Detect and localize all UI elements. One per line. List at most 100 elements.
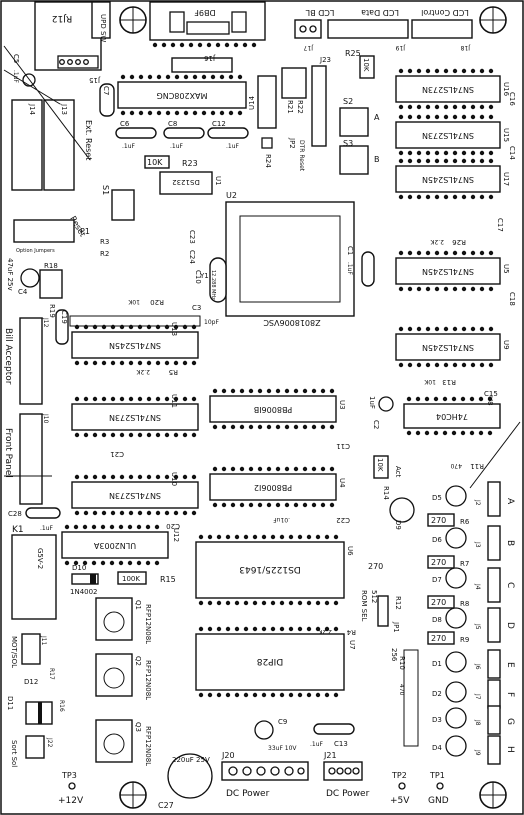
pin-pad [488, 114, 494, 120]
u5-sn245: SN74LS245N U5 [395, 250, 510, 292]
pin-pad [179, 42, 185, 48]
u12-label: U12 [172, 528, 180, 542]
pin-pad [201, 110, 207, 116]
db9f-connector: DB9F [149, 1, 266, 48]
pin-pad [182, 324, 188, 330]
pin-pad [416, 194, 422, 200]
pin-pad [128, 432, 134, 438]
pin-pad [152, 42, 158, 48]
d9-label: D9 [394, 520, 402, 530]
label-h: H [505, 746, 515, 753]
pin-pad [425, 68, 431, 74]
pin-pad [407, 150, 413, 156]
u15-sn273: SN74LS273N U15 [395, 114, 510, 156]
pin-pad [128, 360, 134, 366]
pin-pad [191, 474, 197, 480]
pin-pad [407, 250, 413, 256]
pin-pad [91, 524, 97, 530]
c28-capacitor: C28 .1uF [8, 507, 61, 532]
pin-pad [425, 250, 431, 256]
led-row-d: D8 270 R9 J5 D [427, 607, 515, 645]
u4-pb8006i2: PB8006I2 U4 [209, 466, 346, 508]
pin-pad [479, 150, 485, 156]
uln-label: ULN2003A [93, 541, 136, 550]
c8-value: .1uF [170, 143, 184, 150]
pin-pad [284, 424, 290, 430]
pin-pad [288, 626, 294, 632]
j10-front-panel: Front Panel J10 [3, 413, 49, 505]
s2-label: S2 [343, 97, 353, 106]
pin-pad [275, 388, 281, 394]
pin-pad [109, 524, 115, 530]
pin-pad [233, 42, 239, 48]
pin-pad [324, 534, 330, 540]
c2-label: C2 [372, 420, 380, 429]
pin-pad [212, 424, 218, 430]
ds1225-label: DS1225/1643 [239, 564, 300, 574]
pin-pad [252, 600, 258, 606]
r14-label: R14 [382, 486, 390, 500]
pin-pad [110, 324, 116, 330]
rj12-connector: RJ12 [34, 1, 102, 71]
pin-pad [293, 424, 299, 430]
pin-pad [261, 626, 267, 632]
d2-label: D2 [432, 690, 442, 698]
pin-pad [212, 388, 218, 394]
label-e: E [505, 662, 515, 668]
pin-pad [146, 474, 152, 480]
pin-pad [424, 396, 430, 402]
u14-max208: MAX208CNG [117, 74, 247, 116]
c14-label: C14 [508, 146, 516, 160]
pin-pad [293, 466, 299, 472]
crystal-label: 12.288 MHz [210, 270, 216, 300]
pin-pad [452, 194, 458, 200]
d3-label: D3 [432, 716, 442, 724]
c6-label: C6 [120, 120, 130, 128]
u9-sn245: SN74LS245N U9 [395, 326, 510, 368]
pin-pad [297, 692, 303, 698]
pin-pad [293, 502, 299, 508]
led-row-a: D5 270 R6 J2 A [427, 481, 515, 527]
c4-capacitor: C4 47uF 25v [6, 258, 40, 296]
label-d: D [505, 622, 515, 629]
pin-pad [461, 68, 467, 74]
pin-pad [416, 68, 422, 74]
c12-capacitor: C12 .1uF [207, 120, 249, 150]
r5-resistor: R5 2.2K [135, 368, 178, 376]
j4-label: J4 [474, 583, 481, 590]
pin-pad [146, 510, 152, 516]
db9f-label: DB9F [194, 8, 216, 17]
pin-pad [155, 396, 161, 402]
pin-pad [478, 396, 484, 402]
pin-pad [320, 424, 326, 430]
u10-label: U10 [170, 472, 178, 486]
pin-pad [155, 432, 161, 438]
pin-pad [137, 360, 143, 366]
u2-label: U2 [226, 191, 237, 200]
pin-pad [443, 194, 449, 200]
pin-pad [470, 68, 476, 74]
r26-label: R26 [452, 238, 466, 246]
pin-pad [127, 524, 133, 530]
r13-label: R13 [442, 378, 456, 386]
j17-header: J17 [294, 19, 322, 51]
pin-pad [239, 388, 245, 394]
pin-pad [306, 692, 312, 698]
pin-pad [488, 250, 494, 256]
u1-ds1232: DS1232 U1 [159, 171, 222, 195]
pin-pad [155, 474, 161, 480]
j16-label: J16 [203, 54, 216, 62]
pin-pad [470, 114, 476, 120]
r24-label: R24 [264, 154, 272, 168]
pin-pad [252, 692, 258, 698]
pin-pad [434, 114, 440, 120]
pin-pad [207, 600, 213, 606]
pin-pad [239, 466, 245, 472]
r10-resistor: R10 470 [398, 649, 419, 747]
pin-pad [425, 114, 431, 120]
pin-pad [197, 42, 203, 48]
s3-button: S3 B [339, 139, 380, 175]
pin-pad [164, 360, 170, 366]
r7-label: R7 [460, 560, 469, 568]
u8-74hc04: 74HC04 U8 [403, 396, 501, 436]
